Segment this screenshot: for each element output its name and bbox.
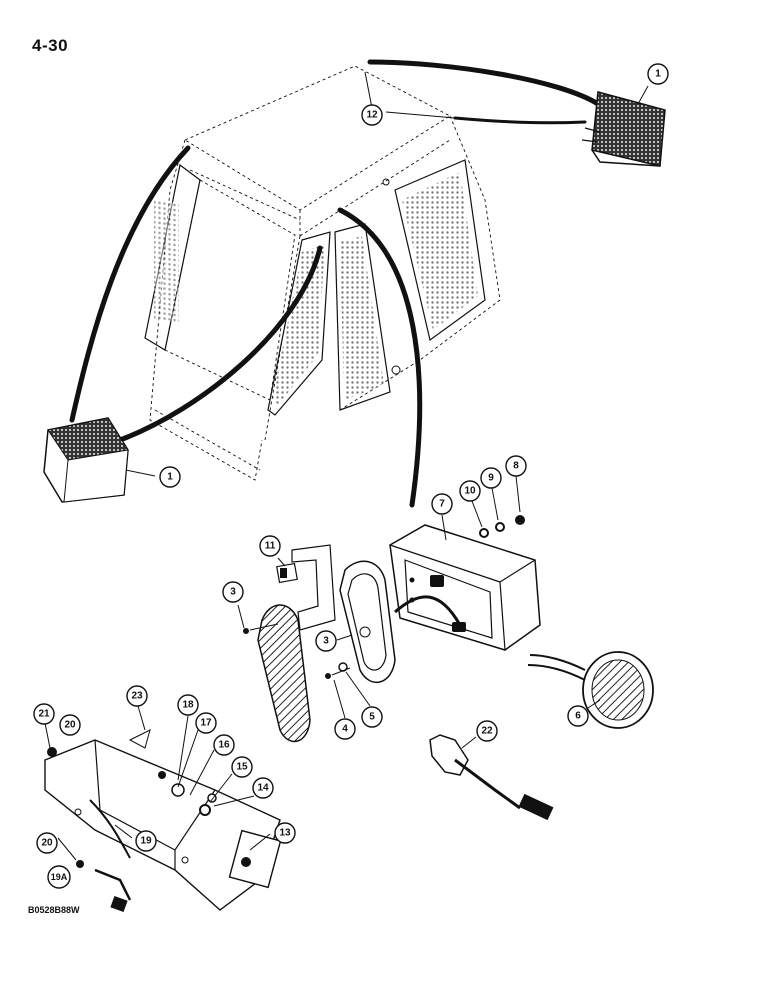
callout-10: 10: [459, 480, 481, 502]
svg-text:15: 15: [236, 762, 248, 773]
connector-block-face: [280, 568, 287, 578]
svg-text:1: 1: [655, 69, 661, 80]
callout-7: 7: [431, 493, 453, 515]
tail-lamp-lens: [257, 604, 311, 743]
svg-text:13: 13: [279, 828, 291, 839]
callout-20-upper: 20: [59, 714, 81, 736]
page-number: 4-30: [32, 36, 69, 55]
callout-21: 21: [33, 703, 55, 725]
svg-text:3: 3: [323, 636, 329, 647]
svg-text:10: 10: [464, 486, 476, 497]
callout-9: 9: [480, 467, 502, 489]
svg-text:21: 21: [38, 709, 50, 720]
callout-5: 5: [361, 706, 383, 728]
callout-22: 22: [476, 720, 498, 742]
svg-text:19: 19: [140, 836, 152, 847]
svg-text:7: 7: [439, 499, 445, 510]
callout-19: 19: [135, 830, 157, 852]
harness-wires: [69, 59, 601, 508]
callout-19a: 19A: [47, 865, 71, 889]
light-housing: [389, 524, 541, 651]
callout-17: 17: [195, 712, 217, 734]
callout-16: 16: [213, 734, 235, 756]
figure-code: B0528B88W: [28, 905, 80, 915]
svg-text:5: 5: [369, 712, 375, 723]
svg-text:12: 12: [366, 110, 378, 121]
callout-13: 13: [274, 822, 296, 844]
callout-23: 23: [126, 685, 148, 707]
svg-text:20: 20: [64, 720, 76, 731]
svg-text:11: 11: [265, 541, 276, 552]
svg-text:18: 18: [182, 700, 194, 711]
svg-text:1: 1: [167, 472, 173, 483]
svg-text:17: 17: [200, 718, 212, 729]
callout-8: 8: [505, 455, 527, 477]
callout-4: 4: [334, 718, 356, 740]
callout-3-upper: 3: [222, 581, 244, 603]
floodlamp-front: [43, 417, 129, 503]
svg-text:6: 6: [575, 711, 581, 722]
svg-text:9: 9: [488, 473, 494, 484]
callout-11: 11: [259, 535, 281, 557]
callout-6: 6: [567, 705, 589, 727]
svg-text:3: 3: [230, 587, 236, 598]
pressure-switch: [429, 734, 554, 821]
leader-lines: [43, 71, 649, 861]
svg-text:16: 16: [218, 740, 230, 751]
callout-14: 14: [252, 777, 274, 799]
svg-text:20: 20: [41, 838, 53, 849]
svg-text:4: 4: [342, 724, 348, 735]
cab-outline: [144, 65, 501, 481]
svg-text:23: 23: [131, 691, 143, 702]
fasteners: [243, 515, 525, 679]
lower-bracket-assembly: [44, 729, 282, 913]
svg-text:14: 14: [257, 783, 269, 794]
callout-12: 12: [361, 104, 383, 126]
callout-1-rear: 1: [647, 63, 669, 85]
callout-18: 18: [177, 694, 199, 716]
callout-1-front: 1: [159, 466, 181, 488]
svg-text:8: 8: [513, 461, 519, 472]
callout-20-lower: 20: [36, 832, 58, 854]
floodlamp-rear: [581, 91, 666, 167]
svg-text:19A: 19A: [51, 872, 68, 882]
mounting-bracket: [291, 544, 336, 631]
callout-15: 15: [231, 756, 253, 778]
round-lamp: [527, 651, 654, 729]
lamp-frame: [339, 560, 396, 684]
callout-3-lower: 3: [315, 630, 337, 652]
svg-text:22: 22: [481, 726, 493, 737]
